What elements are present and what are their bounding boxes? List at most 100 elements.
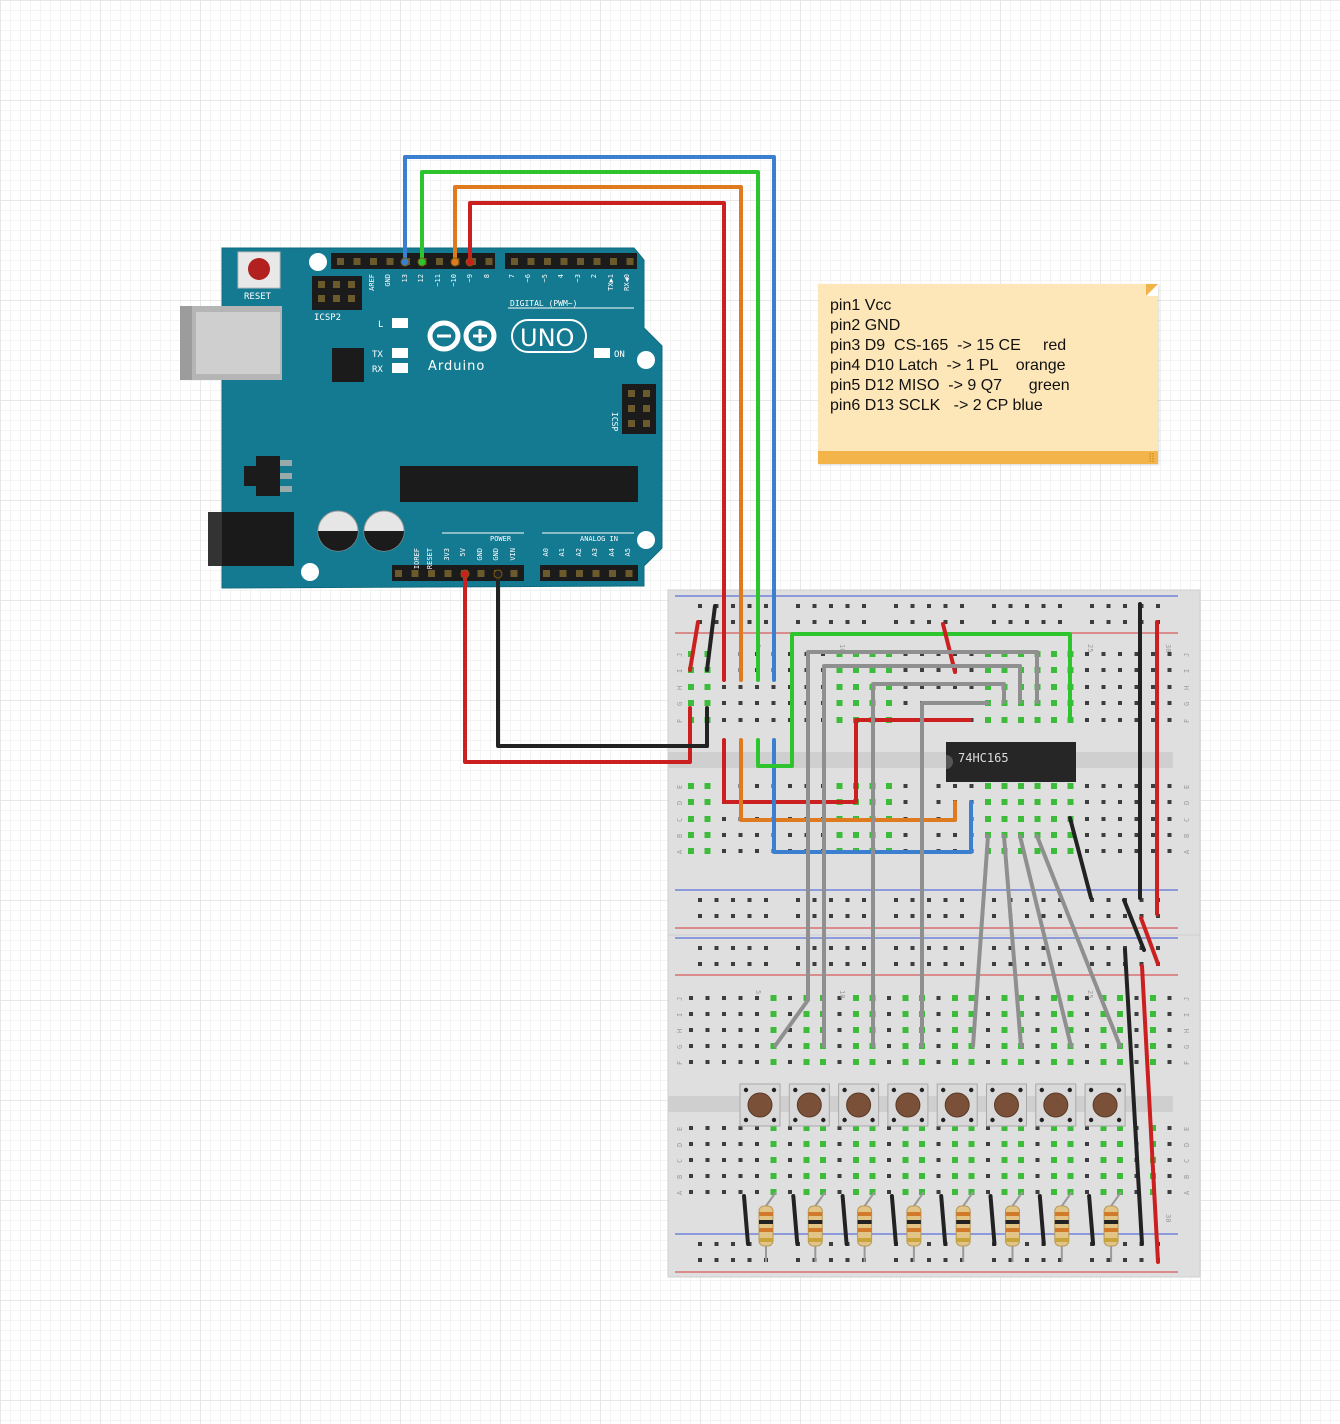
digital-header-right: [505, 253, 637, 269]
active-hole: [1100, 1157, 1107, 1163]
active-hole: [803, 1043, 810, 1049]
breadboard-hole: [953, 833, 957, 837]
active-hole: [853, 700, 859, 706]
rail-hole: [894, 898, 898, 902]
breadboard-hole: [1085, 652, 1089, 656]
active-hole: [952, 1125, 958, 1131]
rail-hole: [1090, 1258, 1094, 1262]
rail-hole: [829, 1242, 833, 1246]
active-hole: [1067, 1125, 1074, 1131]
rail-hole: [747, 620, 752, 624]
header-pin: [592, 570, 600, 577]
header-pin: [576, 570, 583, 577]
wire-end: [460, 569, 470, 579]
rail-hole: [698, 914, 702, 918]
active-hole: [836, 684, 843, 690]
header-pin: [428, 570, 435, 577]
row-letter: I: [676, 1013, 684, 1017]
wire-gray-2: [822, 664, 1022, 1048]
row-letter: G: [676, 702, 684, 706]
breadboard-hole: [1167, 1060, 1172, 1064]
breadboard-hole: [1101, 701, 1106, 705]
breadboard-hole: [1134, 1044, 1139, 1048]
bottom-pin-label: A2: [575, 548, 583, 556]
breadboard-hole: [1134, 685, 1139, 689]
rail-hole: [764, 962, 768, 966]
breadboard-hole: [722, 1060, 726, 1064]
icsp2-header: [312, 276, 362, 310]
breadboard-hole: [771, 701, 776, 705]
active-hole: [869, 1173, 876, 1179]
top-pin-label: ~11: [434, 274, 442, 287]
top-pin-label: ~5: [541, 274, 549, 282]
rail-hole: [812, 898, 817, 902]
breadboard-hole: [788, 833, 792, 837]
active-hole: [704, 783, 711, 789]
rail-hole: [829, 962, 833, 966]
active-hole: [1051, 1189, 1057, 1195]
push-button-3: [838, 1083, 880, 1127]
header-pin: [628, 390, 635, 397]
breadboard-hole: [1151, 685, 1155, 689]
row-letter: E: [676, 785, 684, 789]
rail-hole: [764, 898, 768, 902]
rail-hole: [927, 1258, 931, 1262]
breadboard-hole: [887, 1060, 891, 1064]
sticky-note[interactable]: pin1 Vcc pin2 GND pin3 D9 CS-165 -> 15 C…: [818, 284, 1158, 464]
header-pin: [643, 405, 650, 412]
wire-blue-d13-sclk: [403, 155, 776, 682]
breadboard-hole: [1101, 784, 1106, 788]
wire-orange-d10-latch: [453, 185, 743, 682]
row-letter: D: [676, 801, 684, 805]
wire-green-to-ic-q7: [756, 632, 1072, 768]
active-hole: [853, 1059, 859, 1065]
breadboard-hole: [887, 1190, 891, 1194]
rail-hole: [1090, 946, 1094, 950]
row-letter: J: [1183, 997, 1191, 1001]
bottom-pin-label: A1: [558, 548, 566, 556]
rail-hole: [845, 946, 850, 950]
rail-hole: [1090, 962, 1094, 966]
breadboard-hole: [936, 784, 941, 788]
active-hole: [1067, 832, 1074, 838]
header-pin: [577, 258, 584, 265]
breadboard-hole: [1035, 1012, 1040, 1016]
push-button-5: [936, 1083, 978, 1127]
rail-hole: [992, 620, 996, 624]
rail-hole: [1106, 620, 1111, 624]
wire-red-to-ic-ce: [722, 718, 972, 804]
wire-red-cross: [1139, 916, 1160, 966]
active-hole: [886, 832, 892, 838]
wire-black-resistor-gnd: [939, 1194, 948, 1246]
active-hole: [968, 995, 975, 1001]
wire-red-rail-lower: [1140, 964, 1160, 1264]
breadboard-hole: [1035, 996, 1040, 1000]
breadboard-hole: [953, 784, 957, 788]
bottom-pin-label: GND: [476, 548, 484, 561]
led-on-label: ON: [614, 350, 625, 360]
breadboard-hole: [1134, 701, 1139, 705]
active-hole: [1100, 1125, 1107, 1131]
breadboard-hole: [920, 668, 924, 672]
rail-hole: [960, 1258, 964, 1262]
power-header: [392, 565, 524, 581]
rail-hole: [862, 946, 866, 950]
breadboard-hole: [738, 1190, 743, 1194]
rail-hole: [910, 604, 915, 608]
breadboard-hole: [738, 1028, 743, 1032]
active-hole: [803, 1141, 810, 1147]
breadboard-hole: [788, 996, 792, 1000]
active-hole: [1100, 1059, 1107, 1065]
breadboard-hole: [705, 996, 710, 1000]
breadboard-hole: [1085, 1044, 1089, 1048]
active-hole: [704, 684, 711, 690]
active-hole: [1001, 1059, 1008, 1065]
resize-handle-icon[interactable]: ⣿: [1148, 453, 1155, 463]
wire-gray-3: [871, 682, 1006, 1048]
breadboard-hole: [986, 1158, 990, 1162]
active-hole: [1150, 1059, 1156, 1065]
rail-hole: [960, 898, 964, 902]
active-hole: [919, 1141, 925, 1147]
active-hole: [1117, 1157, 1123, 1163]
rail-hole: [943, 914, 948, 918]
